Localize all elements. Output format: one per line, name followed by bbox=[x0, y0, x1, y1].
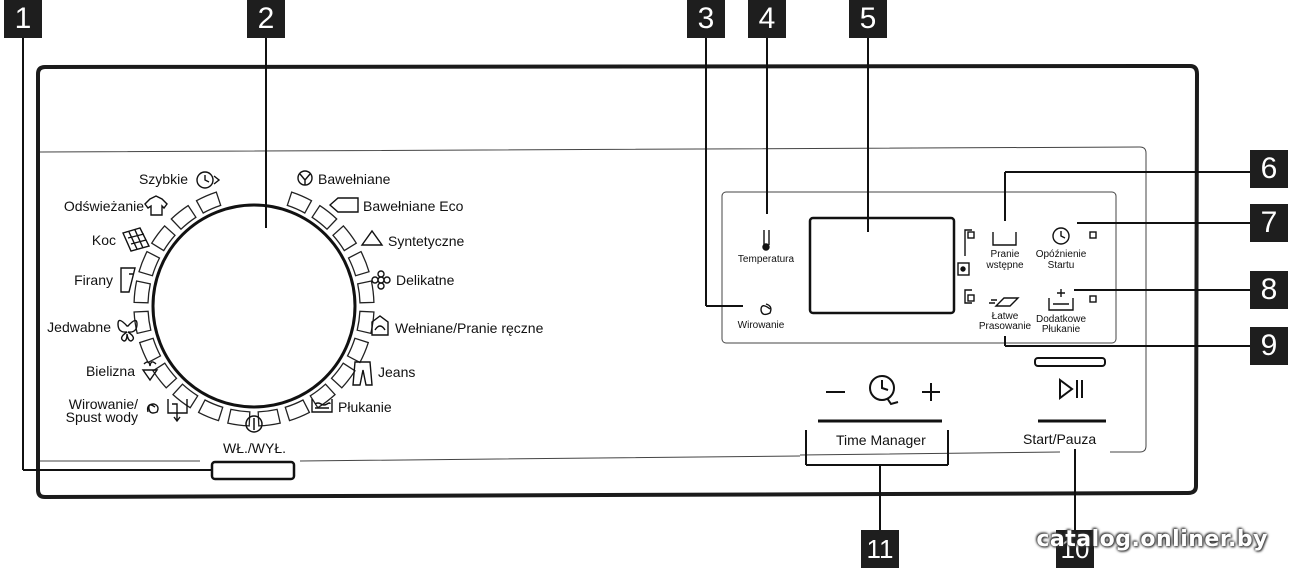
lingerie-icon bbox=[141, 361, 159, 382]
spiral-icon bbox=[146, 403, 159, 414]
program-label-plukanie: Płukanie bbox=[338, 399, 392, 415]
callout-4: 4 bbox=[748, 0, 786, 38]
dial-segment bbox=[356, 310, 375, 335]
callout-10: 10 bbox=[1056, 530, 1094, 568]
lock-icon bbox=[957, 262, 970, 276]
blanket-icon bbox=[122, 227, 151, 252]
callout-8: 8 bbox=[1250, 271, 1288, 309]
lcd-display bbox=[808, 216, 956, 315]
program-label-welniane: Wełniane/Pranie ręczne bbox=[395, 320, 544, 336]
prewash-label-line1: Pranie bbox=[990, 249, 1020, 260]
tag-icon bbox=[328, 197, 359, 213]
watermark: catalog.onliner.by bbox=[1036, 527, 1268, 552]
dial-segment bbox=[286, 191, 313, 214]
flower-icon bbox=[371, 270, 391, 290]
play-pause-icon bbox=[1059, 378, 1083, 400]
dial-segment bbox=[197, 399, 224, 422]
program-label-bawelniane: Bawełniane bbox=[318, 171, 391, 187]
dial-segment bbox=[284, 399, 311, 422]
dial-segment bbox=[150, 224, 176, 252]
power-button[interactable] bbox=[210, 460, 296, 481]
program-label-bawelniane-eco: Bawełniane Eco bbox=[363, 198, 464, 214]
program-label-delikatne: Delikatne bbox=[396, 272, 455, 288]
touch-clock-icon bbox=[869, 375, 899, 406]
triangle-icon bbox=[360, 229, 384, 246]
time-manager-label: Time Manager bbox=[836, 432, 926, 448]
program-dial[interactable] bbox=[133, 191, 375, 427]
dial-segment bbox=[257, 408, 281, 427]
dial-knob[interactable] bbox=[151, 203, 357, 409]
dial-segment bbox=[138, 250, 161, 277]
callout-leaders bbox=[22, 37, 1250, 530]
delay-label-line1: Opóźnienie bbox=[1035, 249, 1087, 260]
extra-rinse-icon bbox=[1048, 289, 1074, 311]
program-label-koc: Koc bbox=[91, 232, 116, 248]
power-label: WŁ./WYŁ. bbox=[223, 440, 287, 456]
curtain-icon bbox=[120, 267, 136, 293]
delay-clock-icon bbox=[1052, 227, 1070, 245]
temperature-label: Temperatura bbox=[737, 254, 795, 265]
shirt-icon bbox=[144, 195, 168, 216]
program-label-jeans: Jeans bbox=[378, 364, 416, 380]
easy-iron-label-line1: Łatwe bbox=[991, 311, 1019, 322]
dial-segment bbox=[172, 383, 199, 409]
program-label-syntetyczne: Syntetyczne bbox=[388, 233, 465, 249]
dial-segment bbox=[152, 362, 178, 389]
jeans-icon bbox=[352, 361, 373, 386]
dial-segment bbox=[311, 204, 338, 231]
dial-segment bbox=[332, 224, 358, 252]
cotton-flower-icon bbox=[297, 170, 313, 186]
easy-iron-label-line2: Prasowanie bbox=[978, 321, 1032, 332]
power-icon bbox=[245, 415, 263, 433]
program-label-odswiezanie: Odświeżanie bbox=[63, 198, 144, 214]
callout-5: 5 bbox=[849, 0, 887, 38]
start-pause-label: Start/Pauza bbox=[1023, 431, 1097, 447]
display-subpanel bbox=[721, 191, 1117, 344]
tub-icon bbox=[992, 232, 1017, 246]
extra-rinse-label-line1: Dodatkowe bbox=[1035, 314, 1087, 325]
callout-3: 3 bbox=[687, 0, 725, 38]
delay-label-line2: Startu bbox=[1047, 260, 1075, 271]
dial-segment bbox=[347, 250, 370, 277]
callout-6: 6 bbox=[1250, 150, 1288, 188]
callout-1: 1 bbox=[4, 0, 42, 38]
spin-spiral-icon bbox=[760, 303, 772, 316]
start-pause-control[interactable] bbox=[1034, 357, 1106, 423]
indicator-brackets bbox=[964, 229, 1097, 304]
prewash-label-line2: wstępne bbox=[986, 260, 1024, 271]
butterfly-icon bbox=[117, 319, 138, 342]
dial-segment bbox=[133, 280, 152, 304]
clock-icon bbox=[196, 171, 221, 189]
callout-11: 11 bbox=[861, 530, 899, 568]
drain-icon bbox=[167, 399, 188, 423]
panel-outer-frame bbox=[36, 63, 1200, 500]
extra-rinse-label-line2: Płukanie bbox=[1041, 324, 1081, 335]
wool-hand-icon bbox=[371, 315, 389, 336]
spin-label: Wirowanie bbox=[737, 320, 785, 331]
dial-segment bbox=[346, 337, 370, 364]
start-pause-top-bar[interactable] bbox=[1034, 357, 1106, 367]
dial-segment bbox=[195, 191, 222, 214]
dial-segment bbox=[170, 204, 197, 231]
thermometer-icon bbox=[762, 230, 770, 251]
dial-segment bbox=[138, 337, 162, 364]
program-label-szybkie: Szybkie bbox=[138, 171, 188, 187]
rinse-icon bbox=[311, 399, 333, 413]
program-label-firany: Firany bbox=[74, 272, 113, 288]
program-label-bielizna: Bielizna bbox=[85, 363, 135, 379]
program-label-wirowanie: Wirowanie/ bbox=[68, 396, 138, 412]
program-label-jedwabne: Jedwabne bbox=[47, 319, 111, 335]
program-label-spust-wody: Spust wody bbox=[65, 409, 138, 425]
callout-2: 2 bbox=[247, 0, 285, 38]
time-manager-plus-icon[interactable] bbox=[922, 383, 940, 401]
callout-9: 9 bbox=[1250, 327, 1288, 365]
iron-icon bbox=[989, 297, 1020, 307]
panel-inner-outline bbox=[39, 146, 1147, 462]
time-manager-control[interactable] bbox=[818, 375, 942, 423]
dial-segment bbox=[356, 280, 375, 304]
dial-segment bbox=[227, 408, 251, 427]
dial-segment bbox=[133, 310, 152, 335]
callout-7: 7 bbox=[1250, 204, 1288, 242]
